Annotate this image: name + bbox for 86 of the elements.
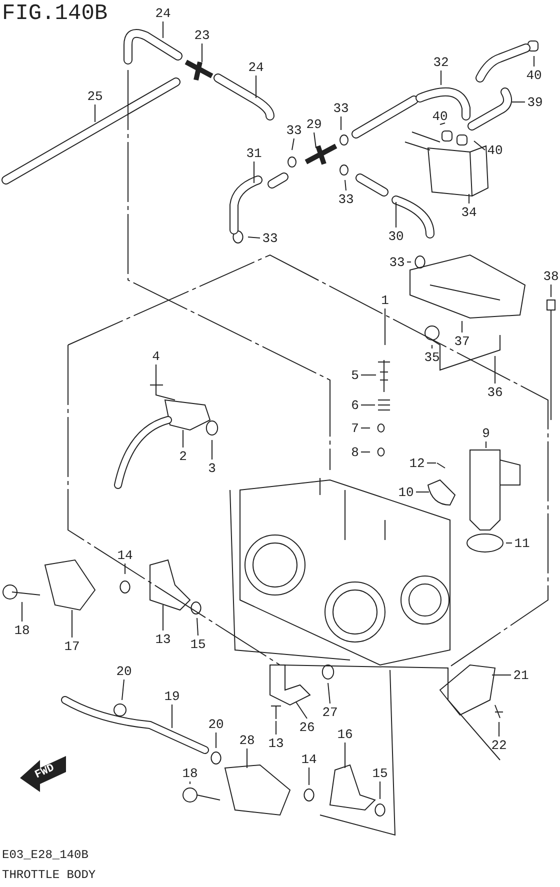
callout-number: 20: [207, 716, 225, 732]
leader-line: [162, 604, 164, 631]
leader-line: [182, 430, 184, 448]
leader-line: [340, 116, 342, 130]
figure-code: E03_E28_140B: [2, 848, 88, 862]
callout-number: 40: [525, 68, 543, 82]
callout-number: 18: [181, 766, 199, 780]
callout-number: 3: [207, 460, 217, 476]
callout-number: 13: [154, 632, 172, 646]
leader-line: [440, 122, 446, 125]
leader-line: [124, 563, 126, 574]
callout-number: 25: [86, 88, 104, 104]
leader-line: [122, 679, 124, 700]
leader-line: [440, 70, 442, 86]
callout-number: 20: [115, 664, 133, 678]
callout-number: 7: [350, 420, 360, 436]
callout-number: 38: [542, 268, 560, 284]
callout-number: 2: [178, 448, 188, 464]
callout-number: 9: [481, 426, 491, 440]
leader-line: [384, 308, 386, 346]
callout-number: 28: [238, 732, 256, 748]
callout-number: 33: [388, 254, 406, 270]
callout-number: 13: [267, 736, 285, 750]
callout-number: 11: [513, 536, 531, 550]
leader-line: [94, 104, 96, 122]
callout-number: 33: [337, 192, 355, 206]
leader-line: [292, 138, 294, 150]
callout-number: 15: [371, 766, 389, 780]
callout-number: 33: [332, 100, 350, 116]
callout-number: 16: [336, 726, 354, 742]
callout-number: 36: [486, 384, 504, 400]
callout-number: 24: [154, 6, 172, 20]
leader-line: [246, 748, 248, 768]
callout-number: 24: [247, 60, 265, 74]
callout-number: 14: [116, 548, 134, 562]
callout-number: 33: [285, 122, 303, 138]
leader-line: [550, 284, 552, 298]
callout-number: 14: [300, 752, 318, 766]
leader-line: [196, 618, 198, 636]
leader-line: [308, 767, 310, 786]
callout-number: 33: [261, 230, 279, 246]
callout-number: 4: [151, 348, 161, 364]
callout-number: 18: [13, 622, 31, 638]
leader-line: [328, 682, 330, 704]
callout-number: 12: [408, 456, 426, 470]
callout-number: 32: [432, 54, 450, 70]
callout-number: 1: [380, 292, 390, 308]
leader-line: [426, 462, 436, 464]
leader-line: [360, 404, 376, 406]
callout-number: 39: [526, 94, 544, 110]
callout-number: 29: [305, 116, 323, 132]
callout-number: 40: [431, 108, 449, 124]
callout-number: 30: [387, 228, 405, 244]
leader-line: [474, 140, 486, 150]
callout-number: 6: [350, 398, 360, 412]
leader-line: [248, 236, 260, 238]
leader-line: [494, 356, 496, 384]
leader-line: [468, 194, 470, 204]
callout-number: 34: [460, 204, 478, 220]
callout-number: 37: [453, 334, 471, 348]
callout-number: 35: [423, 350, 441, 364]
callout-number: 31: [245, 146, 263, 160]
callout-number: 23: [193, 28, 211, 42]
callout-number: 10: [397, 484, 415, 500]
callout-number: 17: [63, 638, 81, 654]
leader-line: [344, 742, 346, 768]
callout-number: 26: [298, 720, 316, 734]
callout-number: 21: [512, 668, 530, 682]
direction-label: FWD: [33, 762, 56, 782]
leader-line: [296, 702, 308, 719]
figure-title: FIG.140B: [2, 2, 108, 26]
leader-line: [314, 132, 316, 148]
callout-number: 22: [490, 738, 508, 752]
leader-line: [498, 722, 500, 737]
callout-number: 5: [350, 368, 360, 382]
callout-number: 27: [321, 704, 339, 720]
leader-line: [344, 180, 346, 191]
callout-number: 19: [163, 688, 181, 704]
callout-number: 15: [189, 636, 207, 652]
callout-number: 8: [350, 444, 360, 460]
leader-line: [506, 542, 512, 544]
leader-line: [492, 674, 512, 676]
figure-caption: THROTTLE BODY: [2, 868, 96, 882]
leader-line: [360, 374, 376, 376]
callout-number: 40: [486, 142, 504, 158]
leader-line: [162, 21, 164, 38]
